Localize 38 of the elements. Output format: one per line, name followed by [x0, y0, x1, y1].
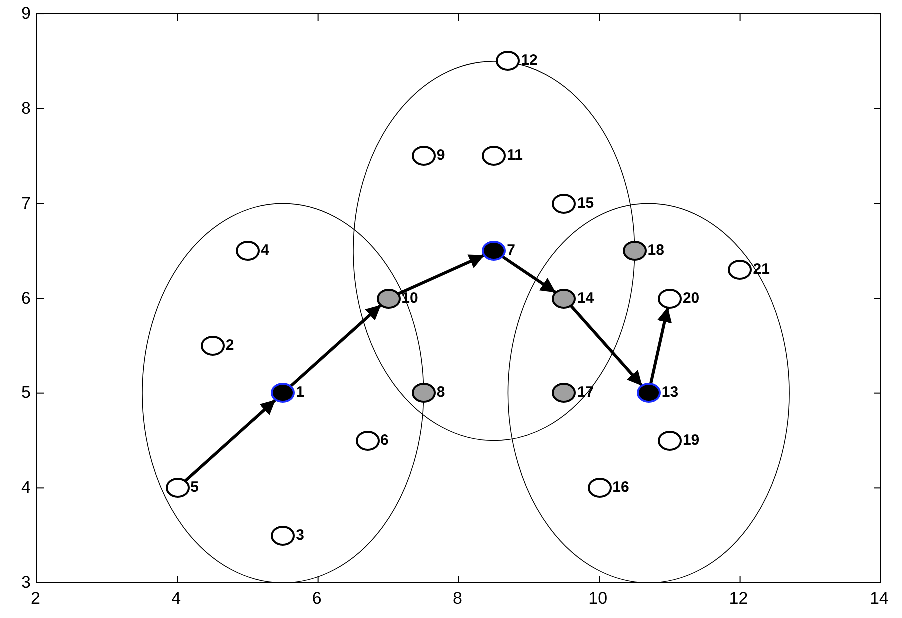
tick-label: 6 — [312, 590, 323, 608]
tick-label: 8 — [452, 590, 464, 608]
point-number: 13 — [662, 383, 679, 404]
tick-label: 2 — [31, 590, 42, 608]
point-number: 19 — [682, 430, 700, 451]
point-number: 15 — [577, 194, 594, 214]
point-number: 3 — [296, 526, 304, 546]
tick-label: 12 — [729, 590, 750, 608]
point-number: 5 — [190, 478, 199, 498]
tick-label: 4 — [172, 590, 182, 608]
point-number: 18 — [648, 241, 664, 262]
arrow — [290, 304, 382, 388]
point-number: 20 — [682, 288, 700, 308]
arrow — [649, 307, 672, 385]
point-number: 4 — [260, 241, 270, 262]
tick-label: 8 — [22, 100, 31, 118]
point-number: 11 — [507, 146, 523, 166]
point-number: 7 — [507, 241, 516, 262]
arrow — [502, 256, 557, 294]
point-number: 2 — [226, 336, 234, 356]
point-number: 16 — [612, 478, 630, 498]
tick-label: 4 — [22, 479, 31, 498]
tick-label: 14 — [870, 590, 890, 608]
point-number: 12 — [521, 51, 538, 72]
tick-label: 7 — [22, 194, 31, 213]
point-number: 8 — [436, 383, 446, 404]
point-number: 9 — [436, 146, 446, 166]
tick-label: 9 — [22, 5, 31, 24]
arrow — [184, 398, 277, 483]
tick-label: 3 — [22, 574, 31, 592]
arrow — [398, 254, 486, 296]
point-number: 1 — [296, 383, 304, 404]
arrow — [570, 304, 644, 388]
tick-label: 10 — [588, 590, 609, 608]
tick-label: 6 — [22, 290, 31, 308]
point-number: 6 — [380, 430, 389, 451]
point-number: 14 — [577, 288, 594, 308]
tick-label: 5 — [22, 384, 31, 402]
